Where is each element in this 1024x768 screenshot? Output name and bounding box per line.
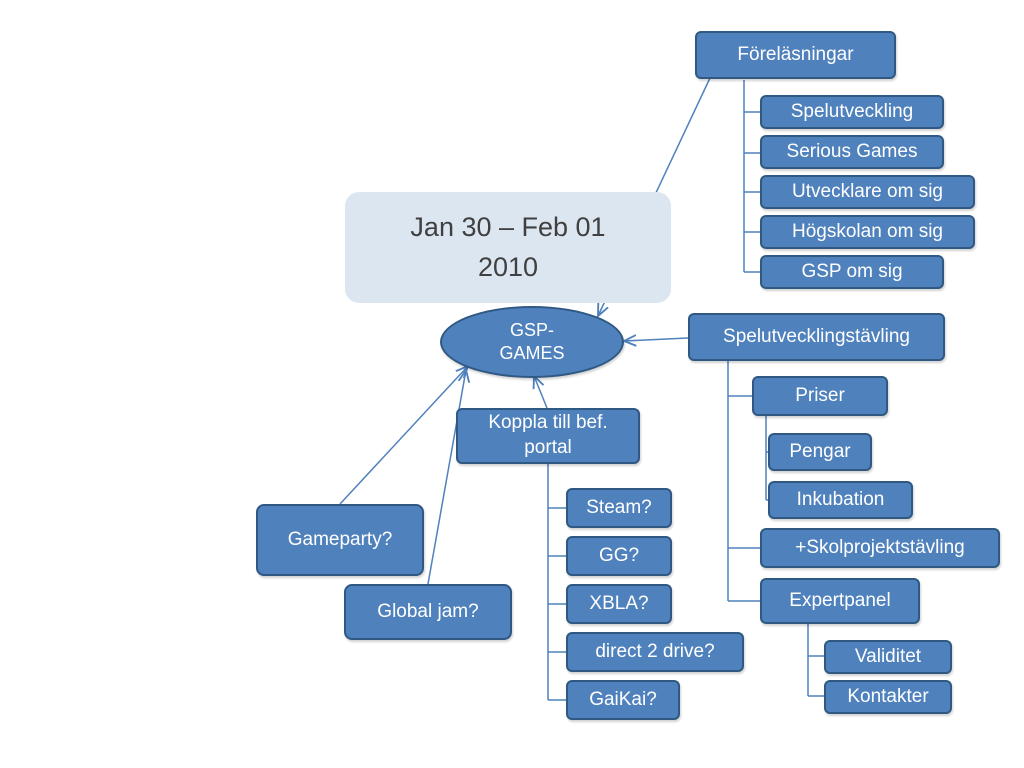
date-label-box: Jan 30 – Feb 01 2010: [345, 192, 671, 303]
tree-portal: [547, 463, 566, 701]
node-forelasningar-label: Föreläsningar: [737, 43, 854, 65]
node-gaikai-label: GaiKai?: [589, 688, 657, 710]
node-gameparty-label: Gameparty?: [287, 528, 393, 550]
node-gg[interactable]: GG?: [566, 536, 672, 576]
node-gameparty[interactable]: Gameparty?: [256, 504, 424, 576]
arrow-portal-to-center: [534, 376, 548, 409]
node-xbla-label: XBLA?: [589, 592, 649, 614]
node-utvecklare[interactable]: Utvecklare om sig: [760, 175, 975, 209]
tree-tavling: [727, 360, 760, 602]
node-xbla[interactable]: XBLA?: [566, 584, 672, 624]
node-gg-label: GG?: [598, 544, 640, 566]
node-inkubation[interactable]: Inkubation: [768, 481, 913, 519]
node-forelasningar[interactable]: Föreläsningar: [695, 31, 896, 79]
node-validitet-label: Validitet: [854, 645, 922, 667]
node-skolprojektstavling-label: +Skolprojektstävling: [795, 536, 965, 558]
arrow-tavling-to-center: [624, 338, 689, 341]
node-validitet[interactable]: Validitet: [824, 640, 952, 674]
node-utvecklare-label: Utvecklare om sig: [792, 180, 943, 202]
arrow-gameparty-to-center: [339, 366, 468, 505]
node-spelutveckling-label: Spelutveckling: [790, 100, 914, 122]
node-direct2drive[interactable]: direct 2 drive?: [566, 632, 744, 672]
node-priser-label: Priser: [795, 384, 845, 406]
node-gsp-om-sig[interactable]: GSP om sig: [760, 255, 944, 289]
node-serious-games[interactable]: Serious Games: [760, 135, 944, 169]
node-direct2drive-label: direct 2 drive?: [595, 640, 715, 662]
node-hogskolan-label: Högskolan om sig: [791, 220, 944, 242]
node-pengar[interactable]: Pengar: [768, 433, 872, 471]
center-node-gsp-games[interactable]: GSP- GAMES: [440, 306, 624, 378]
node-serious-games-label: Serious Games: [786, 140, 918, 162]
node-gsp-om-sig-label: GSP om sig: [801, 260, 903, 282]
node-spelutvecklingstavling[interactable]: Spelutvecklingstävling: [688, 313, 945, 361]
tree-forelasningar: [743, 80, 760, 273]
date-label: Jan 30 – Feb 01 2010: [410, 212, 606, 282]
node-steam[interactable]: Steam?: [566, 488, 672, 528]
node-kontakter-label: Kontakter: [847, 685, 929, 707]
tree-priser: [765, 414, 768, 501]
tree-expertpanel: [807, 624, 824, 697]
node-koppla-portal[interactable]: Koppla till bef. portal: [456, 408, 640, 464]
node-spelutvecklingstavling-label: Spelutvecklingstävling: [723, 325, 910, 347]
node-inkubation-label: Inkubation: [796, 488, 885, 510]
node-priser[interactable]: Priser: [752, 376, 888, 416]
node-expertpanel[interactable]: Expertpanel: [760, 578, 920, 624]
node-global-jam[interactable]: Global jam?: [344, 584, 512, 640]
node-expertpanel-label: Expertpanel: [789, 589, 891, 611]
node-skolprojektstavling[interactable]: +Skolprojektstävling: [760, 528, 1000, 568]
node-steam-label: Steam?: [586, 496, 652, 518]
node-spelutveckling[interactable]: Spelutveckling: [760, 95, 944, 129]
arrow-globaljam-to-center: [427, 370, 466, 585]
center-node-label: GSP- GAMES: [499, 319, 565, 363]
node-gaikai[interactable]: GaiKai?: [566, 680, 680, 720]
node-koppla-portal-label: Koppla till bef. portal: [488, 412, 608, 458]
node-pengar-label: Pengar: [789, 440, 851, 462]
node-kontakter[interactable]: Kontakter: [824, 680, 952, 714]
node-global-jam-label: Global jam?: [377, 600, 479, 622]
node-hogskolan[interactable]: Högskolan om sig: [760, 215, 975, 249]
